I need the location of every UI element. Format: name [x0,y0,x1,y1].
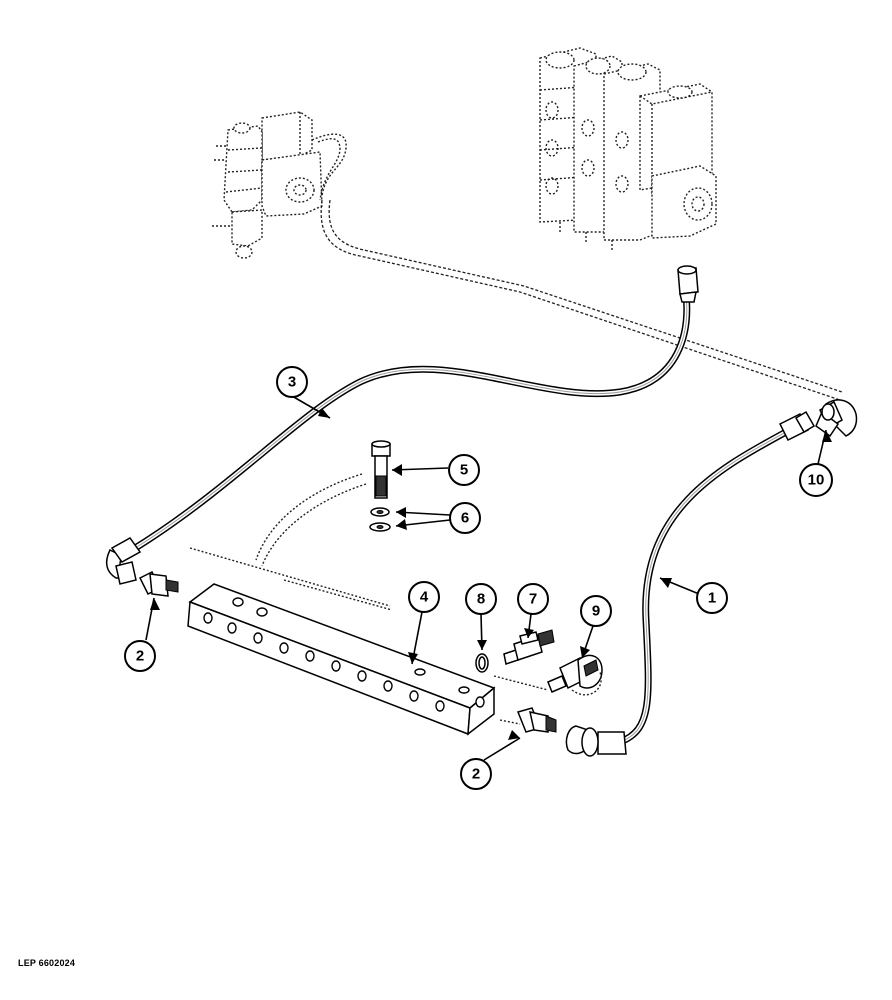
callout-10: 10 [799,463,833,497]
manifold-block-4 [187,583,496,736]
callout-9-label: 9 [592,603,600,620]
callout-6-label: 6 [461,510,469,527]
callout-2-bottom-label: 2 [472,766,480,783]
callout-7: 7 [517,583,549,615]
callout-4: 4 [408,581,440,613]
callout-7-label: 7 [529,591,537,608]
ghost-valve-right [539,47,717,250]
callout-8-label: 8 [477,591,485,608]
callout-2-bottom: 2 [460,758,492,790]
callout-4-label: 4 [420,589,429,606]
callout-3: 3 [276,366,308,398]
callout-10-label: 10 [808,472,825,489]
callout-6: 6 [449,502,481,534]
figure-reference: LEP 6602024 [18,958,76,968]
callout-2-left: 2 [124,640,156,672]
bolt-5 [255,440,391,567]
seal-8 [475,653,489,673]
leader-arrowheads [150,408,832,740]
ghost-valve-left [212,111,347,259]
adapter-2-bottom [516,707,557,733]
hose-3 [105,265,699,585]
callout-5-label: 5 [460,462,468,479]
callout-8: 8 [465,583,497,615]
callout-5: 5 [448,454,480,486]
adapter-2-left [138,570,179,597]
hose-1 [565,410,816,757]
top-hole [458,686,470,694]
top-hole [414,668,426,676]
callout-2-left-label: 2 [136,648,144,665]
centre-line [189,547,549,725]
callout-1: 1 [696,582,728,614]
washers-6 [369,507,391,532]
fitting-10 [815,399,858,438]
callout-3-label: 3 [288,374,296,391]
ghost-pipe [320,199,843,401]
top-hole [232,597,244,607]
sensor-9 [547,654,603,696]
top-hole [256,607,268,617]
callout-1-label: 1 [708,590,716,607]
callout-9: 9 [580,595,612,627]
switch-7 [503,629,555,665]
